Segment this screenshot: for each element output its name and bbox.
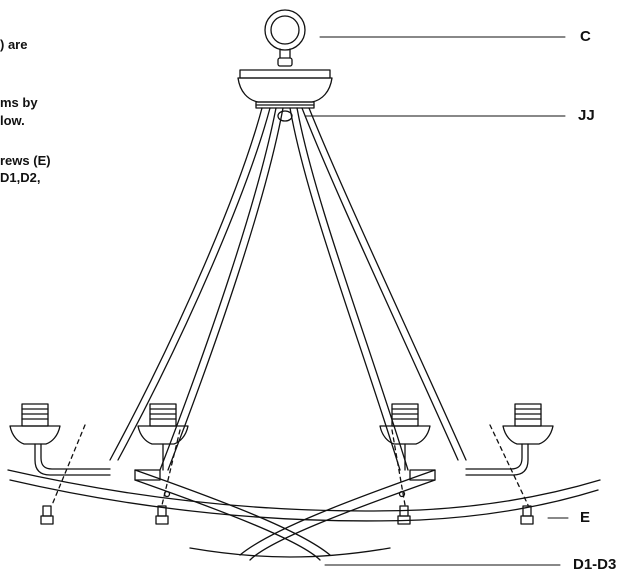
screw-4 <box>520 505 534 525</box>
main-arms <box>109 107 467 471</box>
instruction-fragment-3: low. <box>0 113 25 128</box>
screw-2 <box>155 505 169 525</box>
candle-cup-2 <box>137 403 189 471</box>
hanging-ring <box>264 9 306 67</box>
instruction-fragment-4: rews (E) <box>0 153 51 168</box>
screws <box>40 490 534 525</box>
callout-label-d1-d3: D1-D3 <box>573 556 617 573</box>
canopy <box>237 69 333 122</box>
callout-label-e: E <box>580 509 591 526</box>
callout-label-c: C <box>580 28 591 45</box>
screw-3 <box>397 505 411 525</box>
instruction-fragment-5: D1,D2, <box>0 170 41 185</box>
callout-label-jj: JJ <box>578 107 595 124</box>
candle-cup-1 <box>9 403 111 476</box>
instruction-fragment-2: ms by <box>0 95 38 110</box>
base-rails <box>7 469 601 561</box>
screw-1 <box>40 505 54 525</box>
callout-leaders <box>304 36 569 566</box>
instruction-fragment-1: ) are <box>0 37 28 52</box>
screw-guides <box>51 424 529 506</box>
candle-cup-3 <box>379 403 431 471</box>
candle-cup-4 <box>465 403 554 476</box>
